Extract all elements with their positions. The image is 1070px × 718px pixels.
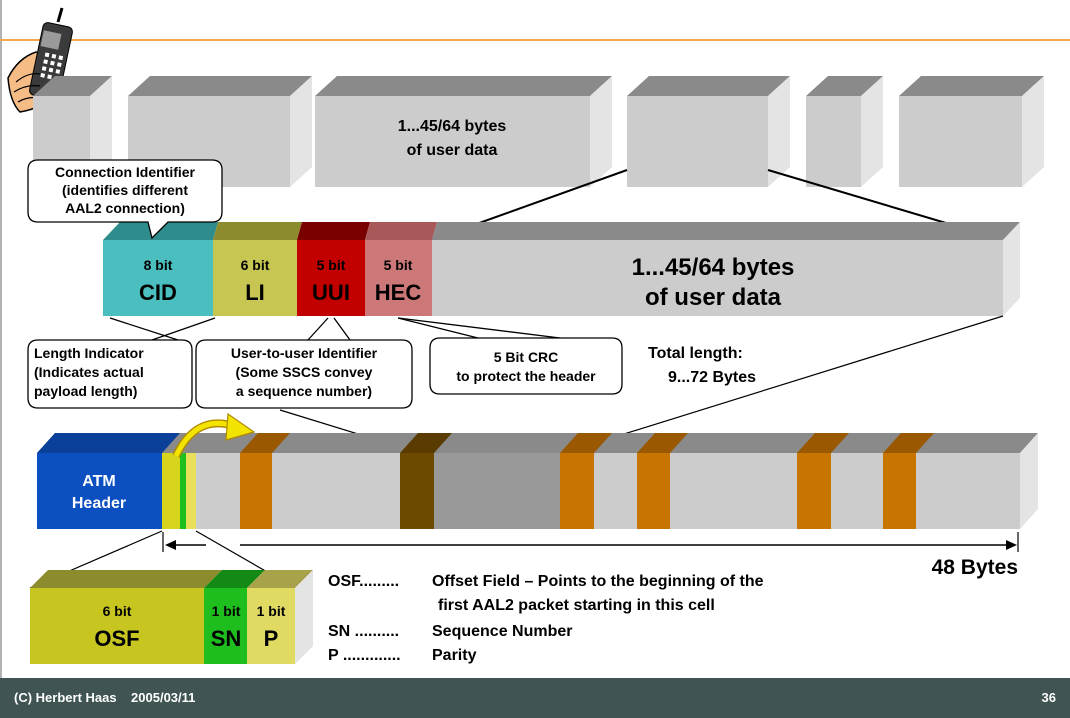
callout-cid-line2: (identifies different	[62, 182, 188, 198]
total-length-line2: 9...72 Bytes	[668, 369, 756, 386]
field-li	[213, 240, 297, 316]
total-length-line1: Total length:	[648, 345, 743, 362]
top-data-label-1: 1...45/64 bytes	[398, 118, 507, 135]
callout-uui-line1: User-to-user Identifier	[231, 345, 378, 361]
top-block-5	[806, 76, 883, 187]
callout-crc-line2: to protect the header	[456, 368, 596, 384]
footer-bar: (C) Herbert Haas 2005/03/11 36	[0, 678, 1070, 718]
callout-cid-line3: AAL2 connection)	[65, 200, 185, 216]
uui-name: UUI	[312, 280, 350, 305]
atm-cell: ATM Header	[37, 433, 1038, 529]
packet-payload	[432, 240, 1003, 316]
callout-uui-line3: a sequence number)	[236, 383, 372, 399]
start-field-sn	[204, 588, 247, 664]
aal2-packet: 8 bit CID 6 bit LI 5 bit UUI 5 bit HEC 1…	[103, 222, 1020, 316]
atm-header-box	[37, 453, 162, 529]
p-bits: 1 bit	[257, 603, 286, 619]
top-block-4	[627, 76, 790, 187]
field-uui	[297, 240, 365, 316]
start-field: 6 bit OSF 1 bit SN 1 bit P	[30, 570, 313, 664]
uui-bits: 5 bit	[317, 257, 346, 273]
cell-segment-5	[637, 453, 670, 529]
legend-osf-term: OSF.........	[328, 573, 399, 590]
field-cid	[103, 240, 213, 316]
packet-data-label-2: of user data	[645, 284, 782, 311]
packet-end-line	[562, 315, 1004, 454]
top-block-3	[315, 76, 612, 187]
footer-copyright: (C) Herbert Haas 2005/03/11	[14, 690, 196, 705]
cell-segment-2	[400, 453, 434, 529]
li-name: LI	[245, 280, 265, 305]
p-name: P	[264, 626, 279, 651]
callout-cid: Connection Identifier (identifies differ…	[27, 159, 223, 240]
li-bits: 6 bit	[241, 257, 270, 273]
start-field-p	[247, 588, 295, 664]
cid-name: CID	[139, 280, 177, 305]
osf-bits: 6 bit	[103, 603, 132, 619]
legend-sn-term: SN ..........	[328, 623, 399, 640]
cell-segment-4	[560, 453, 594, 529]
cell-osf	[162, 453, 180, 529]
cell-segment-1	[240, 453, 272, 529]
cell-sn	[180, 453, 186, 529]
callout-li: Length Indicator (Indicates actual paylo…	[27, 317, 216, 409]
legend-sn-desc: Sequence Number	[432, 623, 572, 640]
legend-p-term: P .............	[328, 647, 401, 664]
cell-segment-3	[434, 453, 560, 529]
atm-header-line1: ATM	[82, 473, 115, 490]
start-field-osf	[30, 588, 204, 664]
callout-li-line3: payload length)	[34, 383, 137, 399]
callout-uui-line2: (Some SSCS convey	[236, 364, 373, 380]
callout-li-line2: (Indicates actual	[34, 364, 144, 380]
hec-bits: 5 bit	[384, 257, 413, 273]
hec-name: HEC	[375, 280, 422, 305]
packet-data-label-1: 1...45/64 bytes	[632, 254, 795, 281]
callout-uui: User-to-user Identifier (Some SSCS conve…	[195, 317, 413, 409]
atm-header-line2: Header	[72, 495, 126, 512]
page-number: 36	[1041, 690, 1056, 705]
aal2-diagram: 1...45/64 bytes of user data 8 bit CID 6…	[0, 0, 1070, 678]
callout-li-line1: Length Indicator	[34, 345, 144, 361]
cid-bits: 8 bit	[144, 257, 173, 273]
sn-name: SN	[211, 626, 242, 651]
legend-osf-desc-2: first AAL2 packet starting in this cell	[438, 597, 715, 614]
length-arrows	[162, 532, 1019, 552]
top-block-6	[899, 76, 1044, 187]
osf-name: OSF	[94, 626, 139, 651]
sn-bits: 1 bit	[212, 603, 241, 619]
cell-segment-7	[883, 453, 916, 529]
callout-crc: 5 Bit CRC to protect the header	[397, 317, 623, 395]
callout-crc-line1: 5 Bit CRC	[494, 349, 559, 365]
legend-osf-desc: Offset Field – Points to the beginning o…	[432, 573, 764, 590]
legend-p-desc: Parity	[432, 647, 477, 664]
callout-cid-line1: Connection Identifier	[55, 164, 196, 180]
legend: OSF......... Offset Field – Points to th…	[328, 573, 764, 664]
field-hec	[365, 240, 432, 316]
cell-segment-6	[797, 453, 831, 529]
top-data-label-2: of user data	[407, 142, 498, 159]
cell-p	[186, 453, 196, 529]
cell-length-label: 48 Bytes	[932, 556, 1018, 579]
offset-pointer-arrow	[172, 412, 256, 458]
